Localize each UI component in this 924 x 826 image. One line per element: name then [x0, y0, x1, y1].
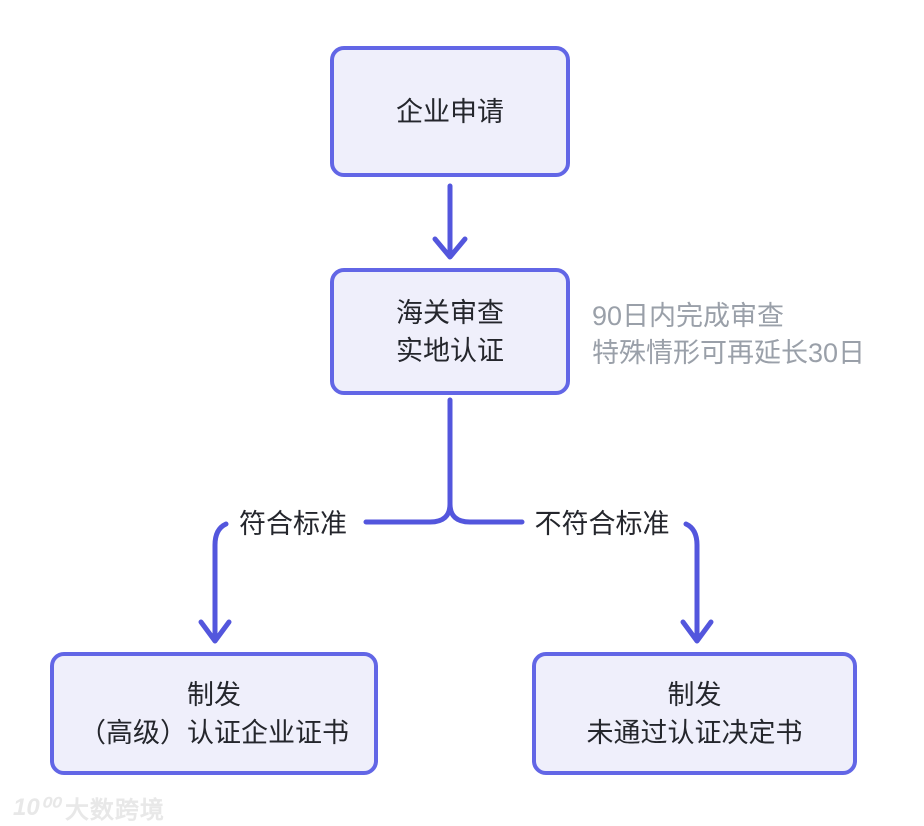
node-issue-rejection: 制发 未通过认证决定书 — [532, 652, 857, 775]
watermark-brand-text: 大数跨境 — [64, 797, 165, 824]
split-left-curve — [363, 501, 453, 525]
node-enterprise-application: 企业申请 — [330, 46, 570, 177]
arrowhead-apply-to-review-icon — [432, 236, 468, 260]
split-right-curve — [447, 501, 525, 525]
arrow-fail-branch — [683, 521, 700, 641]
review-duration-note-line1: 90日内完成审查 — [592, 301, 785, 331]
node-issue-rejection-line1: 制发 — [667, 679, 722, 710]
arrow-pass-branch — [212, 521, 229, 641]
watermark: 10⁰⁰ 大数跨境 — [13, 790, 165, 825]
arrowhead-fail-branch-icon — [680, 619, 714, 644]
10100-logo-icon: 10⁰⁰ — [13, 794, 59, 821]
node-issue-certificate-line1: 制发 — [187, 679, 241, 710]
review-duration-note-line2: 特殊情形可再延长30日 — [592, 338, 866, 368]
node-enterprise-application-label: 企业申请 — [396, 96, 504, 127]
branch-label-fails-standard: 不符合标准 — [534, 508, 670, 539]
branch-label-meets-standard: 符合标准 — [239, 508, 347, 539]
node-customs-review-line2: 实地认证 — [396, 335, 504, 366]
node-customs-review: 海关审查 实地认证 — [330, 268, 570, 395]
node-issue-certificate-line2: （高级）认证企业证书 — [79, 717, 349, 748]
node-customs-review-line1: 海关审查 — [396, 297, 504, 328]
arrowhead-pass-branch-icon — [198, 619, 232, 644]
node-issue-certificate: 制发 （高级）认证企业证书 — [50, 652, 378, 775]
node-issue-rejection-line2: 未通过认证决定书 — [586, 717, 803, 748]
review-duration-note: 90日内完成审查 特殊情形可再延长30日 — [592, 298, 865, 372]
